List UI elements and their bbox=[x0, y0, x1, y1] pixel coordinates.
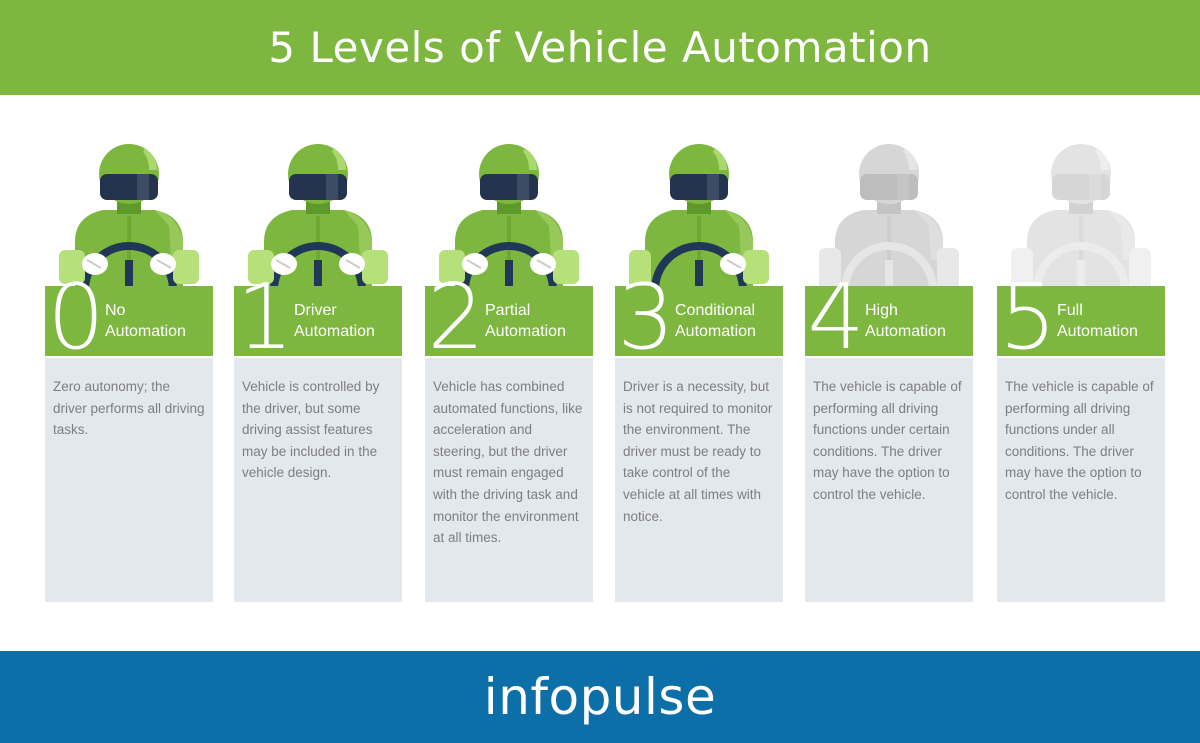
level-4-panel bbox=[805, 358, 973, 602]
level-2-column: 2 Partial Automation Vehicle has combine… bbox=[425, 130, 593, 602]
level-3-title: Conditional Automation bbox=[675, 300, 781, 342]
level-2-title-line-1: Partial bbox=[485, 302, 531, 319]
level-3-panel bbox=[615, 358, 783, 602]
level-2-description: Vehicle has combined automated functions… bbox=[433, 379, 583, 546]
footer-banner: infopulse bbox=[0, 651, 1200, 743]
level-0-description: Zero autonomy; the driver performs all d… bbox=[53, 379, 205, 438]
level-1-description: Vehicle is controlled by the driver, but… bbox=[242, 379, 380, 481]
level-5-number: 5 bbox=[999, 276, 1057, 360]
driver-icon bbox=[59, 144, 199, 290]
level-1-panel bbox=[234, 358, 402, 602]
driver-icon bbox=[439, 144, 579, 290]
level-3-description: Driver is a necessity, but is not requir… bbox=[623, 379, 773, 524]
level-0-title: No Automation bbox=[105, 300, 211, 342]
level-0-band bbox=[45, 286, 213, 356]
level-0-number: 0 bbox=[47, 276, 105, 360]
level-2-panel bbox=[425, 358, 593, 602]
level-0-column: 0 No Automation Zero autonomy; the drive… bbox=[45, 130, 213, 602]
level-3-column: 3 Conditional Automation Driver is a nec… bbox=[615, 130, 783, 602]
level-5-description: The vehicle is capable of performing all… bbox=[1005, 379, 1154, 502]
level-0-title-line-2: Automation bbox=[105, 323, 186, 340]
level-3-number: 3 bbox=[617, 276, 675, 360]
level-4-title: High Automation bbox=[865, 300, 971, 342]
level-5-title-line-1: Full bbox=[1057, 302, 1083, 319]
level-2-number: 2 bbox=[427, 276, 485, 360]
driver-icon bbox=[629, 144, 769, 290]
level-1-number: 1 bbox=[236, 276, 294, 360]
driver-icon bbox=[248, 144, 388, 290]
level-4-band bbox=[805, 286, 973, 356]
level-1-band bbox=[234, 286, 402, 356]
level-1-title: Driver Automation bbox=[294, 300, 400, 342]
level-5-title: Full Automation bbox=[1057, 300, 1163, 342]
level-5-title-line-2: Automation bbox=[1057, 323, 1138, 340]
driver-icon bbox=[819, 144, 959, 290]
page-title: 5 Levels of Vehicle Automation bbox=[268, 23, 932, 72]
level-4-number: 4 bbox=[807, 276, 865, 360]
level-2-title-line-2: Automation bbox=[485, 323, 566, 340]
level-3-title-line-1: Conditional bbox=[675, 302, 756, 319]
level-2-title: Partial Automation bbox=[485, 300, 591, 342]
level-5-band bbox=[997, 286, 1165, 356]
driver-icon bbox=[1011, 144, 1151, 290]
level-1-title-line-1: Driver bbox=[294, 302, 337, 319]
level-4-title-line-1: High bbox=[865, 302, 898, 319]
level-5-panel bbox=[997, 358, 1165, 602]
level-1-title-line-2: Automation bbox=[294, 323, 375, 340]
level-0-panel bbox=[45, 358, 213, 602]
level-4-description: The vehicle is capable of performing all… bbox=[813, 379, 962, 502]
level-5-column: 5 Full Automation The vehicle is capable… bbox=[997, 130, 1165, 602]
level-3-title-line-2: Automation bbox=[675, 323, 756, 340]
header-banner: 5 Levels of Vehicle Automation bbox=[0, 0, 1200, 95]
level-4-column: 4 High Automation The vehicle is capable… bbox=[805, 130, 973, 602]
level-3-band bbox=[615, 286, 783, 356]
brand-logo: infopulse bbox=[483, 668, 717, 726]
level-1-column: 1 Driver Automation Vehicle is controlle… bbox=[234, 130, 402, 602]
level-2-band bbox=[425, 286, 593, 356]
level-4-title-line-2: Automation bbox=[865, 323, 946, 340]
level-0-title-line-1: No bbox=[105, 302, 126, 319]
